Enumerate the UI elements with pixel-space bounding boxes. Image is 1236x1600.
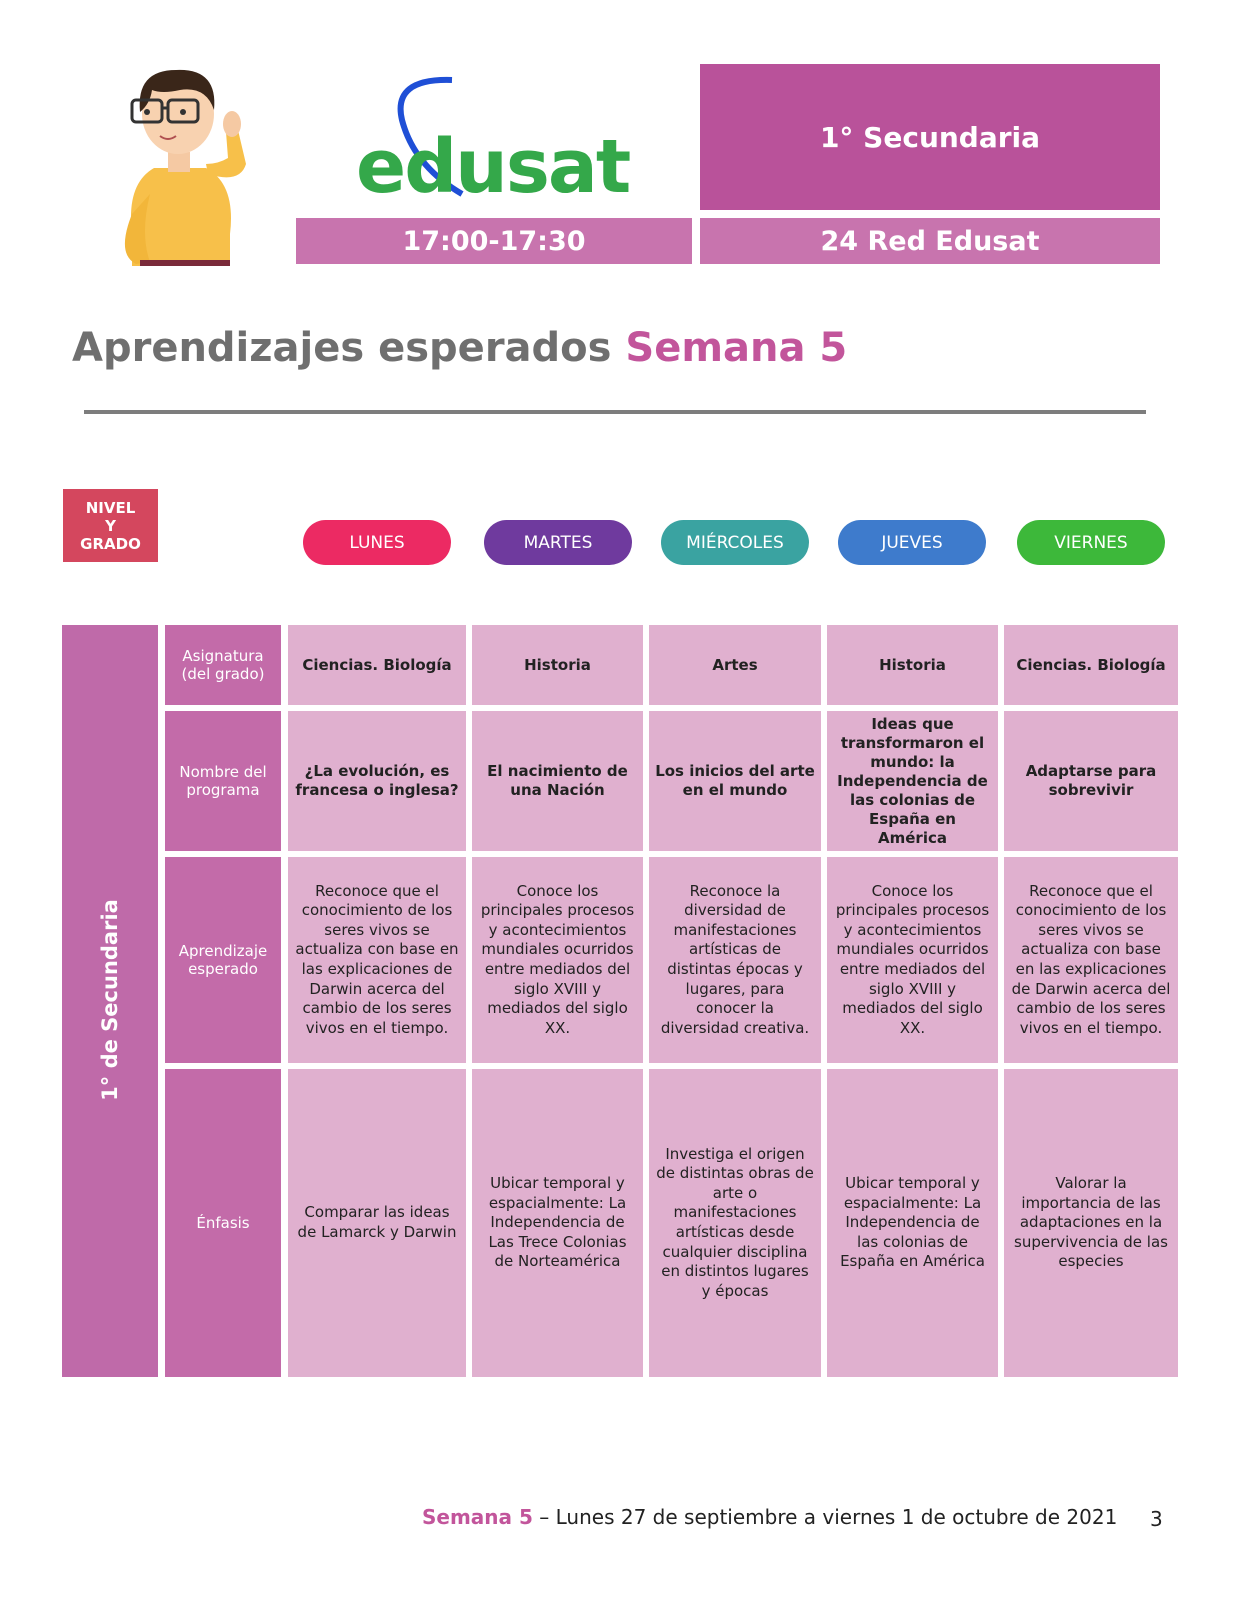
cell-programa-lunes: ¿La evolución, es francesa o inglesa? (288, 711, 466, 851)
level-box: 1° Secundaria (700, 64, 1160, 210)
day-pill-jueves: JUEVES (838, 520, 986, 565)
cell-aprendizaje-jueves: Conoce los principales procesos y aconte… (827, 857, 998, 1063)
cell-aprendizaje-martes: Conoce los principales procesos y aconte… (472, 857, 643, 1063)
day-pill-miercoles: MIÉRCOLES (661, 520, 809, 565)
row-header-aprendizaje: Aprendizaje esperado (165, 857, 281, 1063)
cell-enfasis-viernes: Valorar la importancia de las adaptacion… (1004, 1069, 1178, 1377)
cell-enfasis-jueves: Ubicar temporal y espacialmente: La Inde… (827, 1069, 998, 1377)
grade-label: 1° de Secundaria (98, 899, 122, 1101)
footer-week: Semana 5 (422, 1505, 533, 1529)
day-pill-martes: MARTES (484, 520, 632, 565)
logo-text: edusat (356, 124, 630, 204)
footer-date-range: Semana 5 – Lunes 27 de septiembre a vier… (422, 1505, 1117, 1529)
cell-programa-miercoles: Los inicios del arte en el mundo (649, 711, 821, 851)
cell-asignatura-lunes: Ciencias. Biología (288, 625, 466, 705)
cell-enfasis-miercoles: Investiga el origen de distintas obras d… (649, 1069, 821, 1377)
cell-enfasis-martes: Ubicar temporal y espacialmente: La Inde… (472, 1069, 643, 1377)
broadcast-time: 17:00-17:30 (296, 218, 692, 264)
day-pill-lunes: LUNES (303, 520, 451, 565)
cell-programa-martes: El nacimiento de una Nación (472, 711, 643, 851)
cell-programa-viernes: Adaptarse para sobrevivir (1004, 711, 1178, 851)
page-title: Aprendizajes esperados Semana 5 (72, 325, 847, 371)
cell-asignatura-viernes: Ciencias. Biología (1004, 625, 1178, 705)
title-divider (84, 410, 1146, 414)
row-header-asignatura: Asignatura (del grado) (165, 625, 281, 705)
boy-illustration (124, 69, 246, 266)
footer-range: – Lunes 27 de septiembre a viernes 1 de … (532, 1505, 1118, 1529)
channel-label: 24 Red Edusat (700, 218, 1160, 264)
cell-aprendizaje-lunes: Reconoce que el conocimiento de los sere… (288, 857, 466, 1063)
cell-aprendizaje-miercoles: Reconoce la diversidad de manifestacione… (649, 857, 821, 1063)
cell-asignatura-jueves: Historia (827, 625, 998, 705)
title-main: Aprendizajes esperados (72, 325, 612, 371)
cell-asignatura-martes: Historia (472, 625, 643, 705)
title-week: Semana 5 (625, 325, 848, 371)
row-header-enfasis: Énfasis (165, 1069, 281, 1377)
row-header-programa: Nombre del programa (165, 711, 281, 851)
cell-enfasis-lunes: Comparar las ideas de Lamarck y Darwin (288, 1069, 466, 1377)
day-pill-viernes: VIERNES (1017, 520, 1165, 565)
edusat-logo: edusat (356, 76, 632, 204)
cell-programa-jueves: Ideas que transformaron el mundo: la Ind… (827, 711, 998, 851)
nivel-grado-label: NIVEL Y GRADO (63, 489, 158, 562)
cell-aprendizaje-viernes: Reconoce que el conocimiento de los sere… (1004, 857, 1178, 1063)
page-number: 3 (1150, 1507, 1163, 1531)
cell-asignatura-miercoles: Artes (649, 625, 821, 705)
grade-column (62, 625, 158, 1377)
